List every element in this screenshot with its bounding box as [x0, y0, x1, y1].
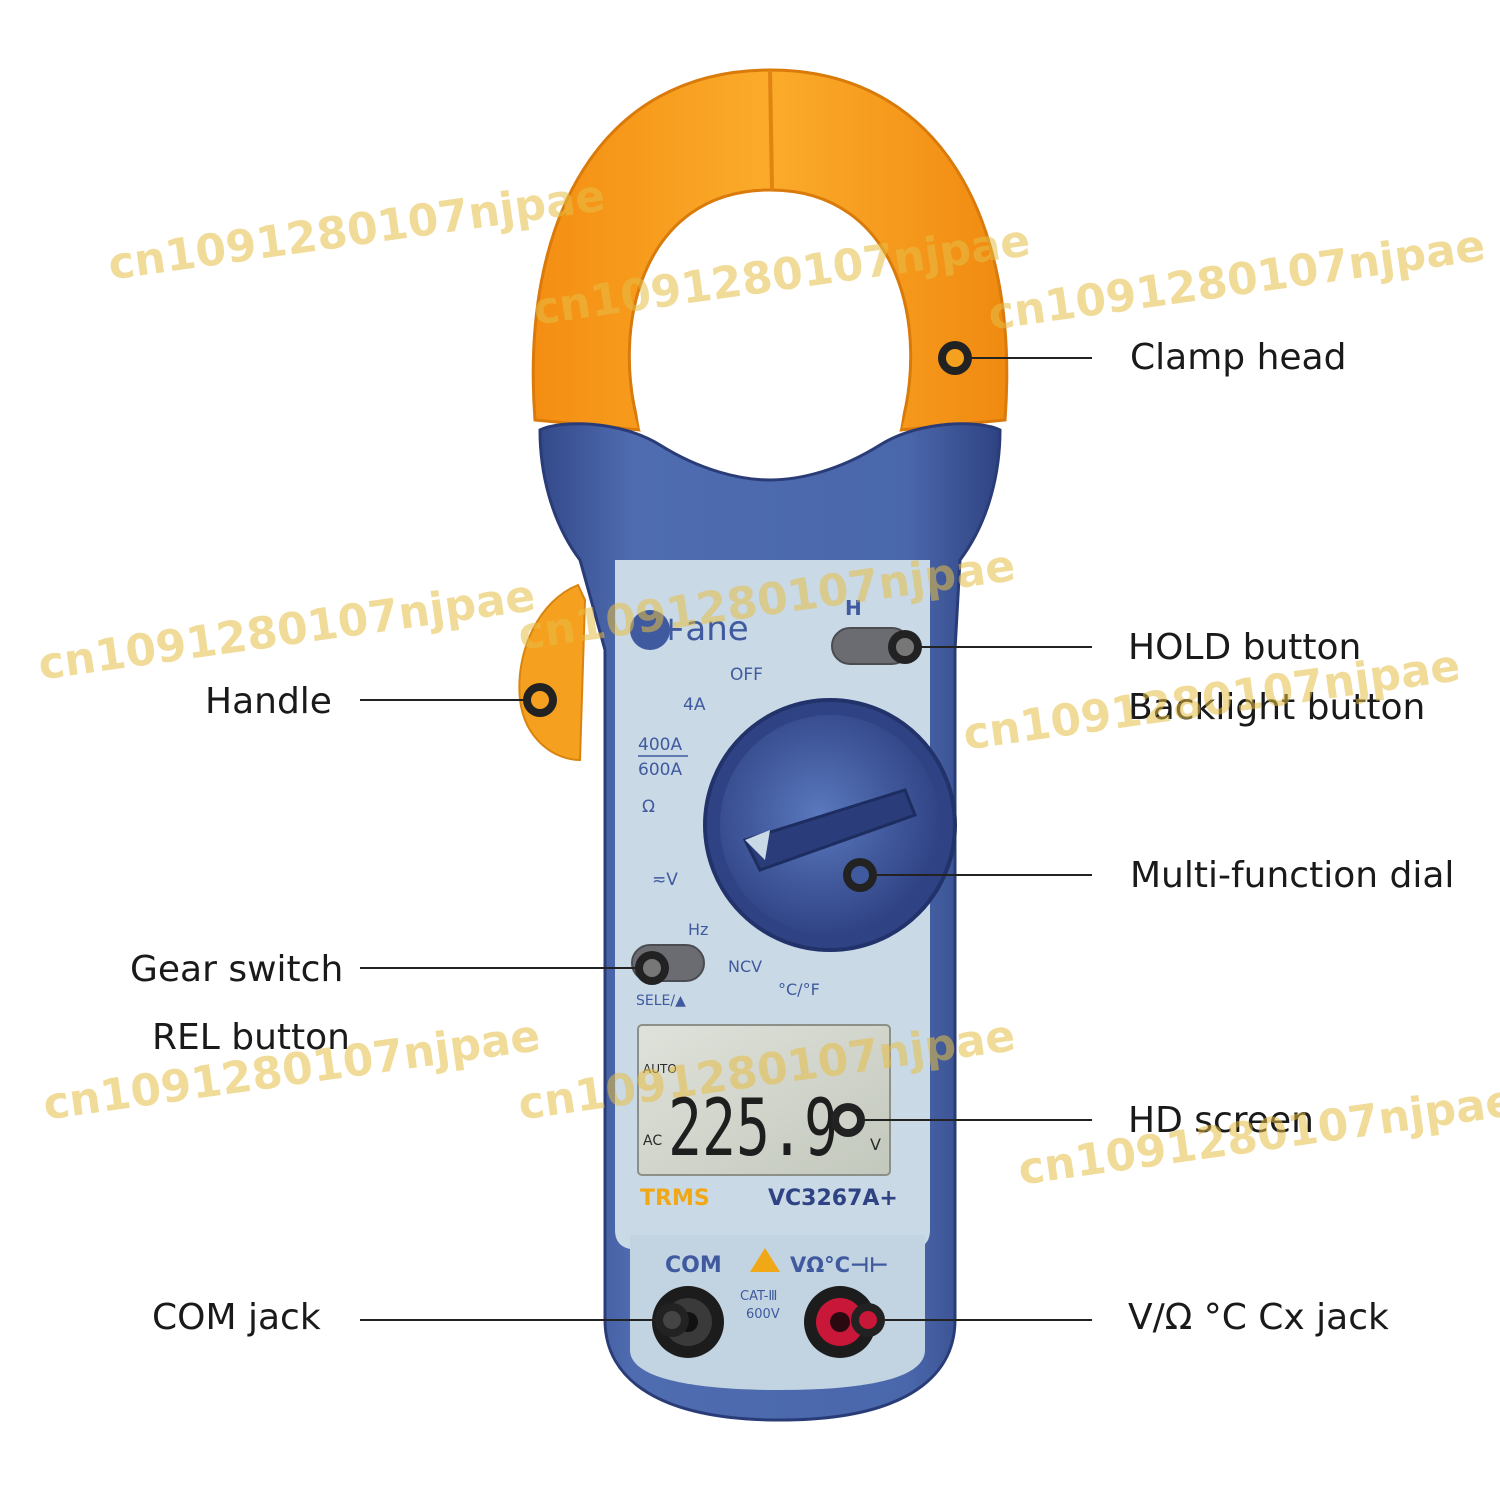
callout-leaders — [360, 357, 1092, 1321]
dial-label-volts: ≂V — [652, 870, 678, 890]
multi-function-dial[interactable] — [703, 698, 957, 952]
marker-dial — [843, 858, 877, 892]
cat-voltage: 600V — [746, 1307, 780, 1322]
marker-com-jack — [655, 1303, 689, 1337]
trms-label: TRMS — [640, 1186, 710, 1211]
hd-screen: AUTO AC 225.9 V — [637, 1024, 891, 1176]
com-jack-label: COM — [665, 1253, 722, 1278]
dial-label-hz: Hz — [688, 920, 708, 939]
dial-label-ncv: NCV — [728, 957, 762, 976]
callout-backlight-button: Backlight button — [1128, 687, 1426, 728]
callout-multi-function-dial: Multi-function dial — [1130, 855, 1455, 896]
dial-label-600a: 600A — [638, 760, 682, 780]
hold-key-label: H — [845, 596, 862, 620]
dial-position-labels: OFF 4A 400A 600A Ω ≂V Hz NCV °C/°F — [638, 665, 820, 999]
marker-input-jack — [851, 1303, 885, 1337]
marker-gear-switch — [635, 951, 669, 985]
callout-input-jack: V/Ω °C Cx jack — [1128, 1297, 1389, 1338]
callout-rel-button: REL button — [152, 1017, 350, 1058]
lcd-reading: 225.9 — [668, 1084, 838, 1174]
dial-label-off: OFF — [730, 665, 763, 685]
dial-label-temp: °C/°F — [778, 980, 820, 999]
brand-logo: e+ane — [630, 609, 749, 650]
dial-label-400a: 400A — [638, 735, 682, 755]
callout-hd-screen: HD screen — [1128, 1100, 1314, 1141]
callout-gear-switch: Gear switch — [130, 949, 344, 990]
warning-icon — [750, 1248, 780, 1272]
callout-handle: Handle — [205, 681, 332, 722]
brand-logo-text: e+ane — [636, 609, 749, 649]
marker-hold-button — [888, 630, 922, 664]
marker-handle — [523, 683, 557, 717]
sele-key-label: SELE/▲ — [636, 993, 686, 1009]
input-jack[interactable] — [804, 1286, 876, 1358]
model-label: VC3267A+ — [768, 1186, 898, 1211]
input-jack-label: VΩ°C⊣⊢ — [790, 1253, 888, 1277]
marker-hd-screen — [831, 1103, 865, 1137]
lcd-mode-ac: AC — [643, 1133, 662, 1149]
lcd-unit: V — [870, 1135, 881, 1154]
dial-label-4a: 4A — [683, 695, 706, 715]
callout-com-jack: COM jack — [152, 1297, 321, 1338]
callout-clamp-head: Clamp head — [1130, 337, 1347, 378]
callout-hold-button: HOLD button — [1128, 627, 1362, 668]
lcd-mode-auto: AUTO — [643, 1062, 677, 1076]
handle[interactable] — [518, 583, 587, 762]
callout-markers — [523, 341, 972, 1337]
marker-clamp-head — [938, 341, 972, 375]
dial-label-ohm: Ω — [642, 797, 655, 817]
cat-label: CAT-Ⅲ — [740, 1289, 777, 1304]
clamp-head — [531, 68, 1009, 460]
